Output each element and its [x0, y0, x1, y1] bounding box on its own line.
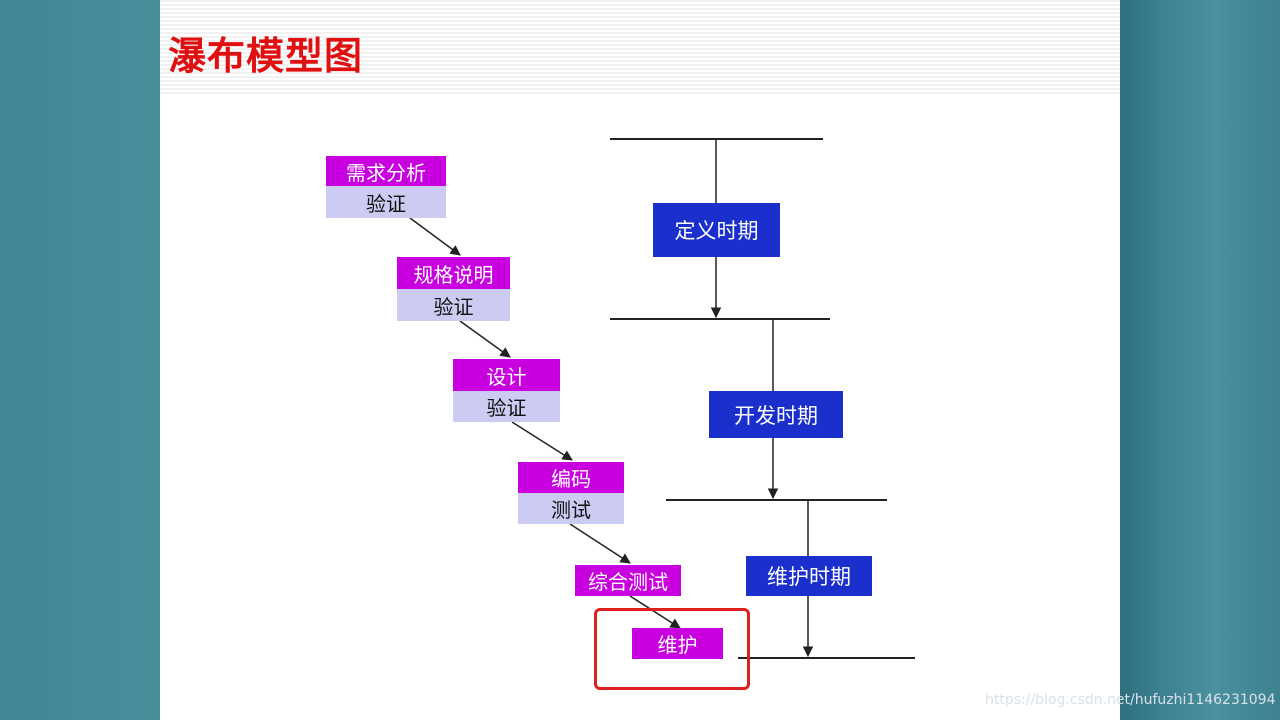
flow-arrow-3: [511, 421, 573, 461]
stage-requirements-analysis: 需求分析: [326, 156, 446, 186]
slide-header: [160, 0, 1120, 94]
period-maintenance: 维护时期: [746, 556, 872, 596]
background-shade: [1120, 0, 1280, 720]
stage-coding-test: 测试: [518, 493, 624, 524]
stage-maintenance: 维护: [632, 628, 723, 659]
stage-requirements-verification: 验证: [326, 186, 446, 218]
flow-arrow-1: [409, 217, 461, 256]
period-definition: 定义时期: [653, 203, 780, 257]
maintenance-highlight-box: [594, 608, 750, 690]
stage-integration-test: 综合测试: [575, 565, 681, 596]
flow-arrow-5: [629, 595, 681, 629]
watermark: https://blog.csdn.net/hufuzhi1146231094: [985, 692, 1276, 708]
stage-specification: 规格说明: [397, 257, 510, 289]
slide-title: 瀑布模型图: [168, 34, 364, 78]
flow-arrow-2: [459, 320, 511, 358]
slide: 瀑布模型图 需求分析 验证 规格说明 验证 设计 验证 编码 测试 综合测试: [160, 0, 1120, 720]
stage-specification-verification: 验证: [397, 289, 510, 321]
period-development: 开发时期: [709, 391, 843, 438]
flow-arrow-4: [569, 523, 631, 564]
waterfall-diagram: [409, 138, 915, 659]
stage-coding: 编码: [518, 462, 624, 493]
stage-design: 设计: [453, 359, 560, 391]
stage-design-verification: 验证: [453, 391, 560, 422]
